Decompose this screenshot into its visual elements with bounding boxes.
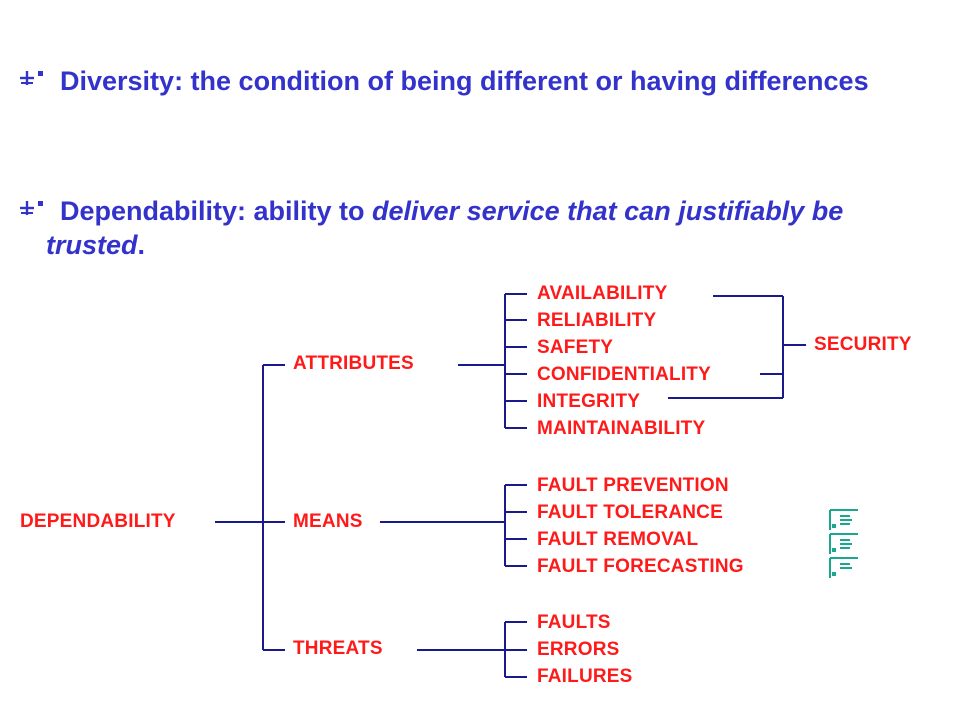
attribute-item: AVAILABILITY xyxy=(537,283,668,304)
threat-item: FAULTS xyxy=(537,612,611,633)
threat-item: FAILURES xyxy=(537,666,633,687)
bullet-text-prefix: Dependability: ability to xyxy=(60,196,373,226)
list-bullet-icon xyxy=(20,71,43,85)
attribute-item: RELIABILITY xyxy=(537,310,657,331)
means-item: FAULT TOLERANCE xyxy=(537,502,723,523)
bullet-text-suffix: . xyxy=(137,230,146,260)
branch-threats: THREATS xyxy=(293,638,383,659)
attribute-item: INTEGRITY xyxy=(537,391,641,412)
teal-list-icon xyxy=(829,533,858,554)
attribute-item: MAINTAINABILITY xyxy=(537,418,706,439)
means-item: FAULT PREVENTION xyxy=(537,475,729,496)
security-group-label: SECURITY xyxy=(814,334,912,355)
attribute-item: SAFETY xyxy=(537,337,614,358)
teal-list-icon xyxy=(829,557,858,578)
bullet-text: Dependability: ability to deliver servic… xyxy=(18,194,948,262)
means-item: FAULT FORECASTING xyxy=(537,556,744,577)
bullet-text: Diversity: the condition of being differ… xyxy=(60,66,869,96)
means-item: FAULT REMOVAL xyxy=(537,529,699,550)
list-bullet-icon xyxy=(20,201,43,215)
branch-means: MEANS xyxy=(293,511,363,532)
bullet-diversity: Diversity: the condition of being differ… xyxy=(18,64,948,98)
teal-list-icon xyxy=(829,509,858,530)
branch-attributes: ATTRIBUTES xyxy=(293,353,414,374)
attribute-item: CONFIDENTIALITY xyxy=(537,364,711,385)
tree-root: DEPENDABILITY xyxy=(20,511,176,532)
threat-item: ERRORS xyxy=(537,639,620,660)
bullet-text-emphasis: deliver service that can justifiably be … xyxy=(46,196,844,260)
bullet-dependability: Dependability: ability to deliver servic… xyxy=(18,194,948,262)
